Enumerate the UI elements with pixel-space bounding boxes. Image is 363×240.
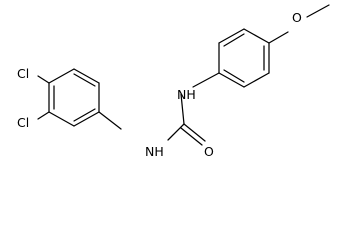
methoxy-oxygen-label: O — [292, 10, 302, 25]
bond-ring-to-methoxy-o — [268, 31, 289, 44]
dichlorophenyl-ring — [48, 68, 100, 127]
ring-a-bond-6 — [73, 68, 100, 84]
bond-to-cl-bottom — [37, 111, 50, 120]
bond-methoxy-o-to-methyl — [306, 4, 330, 18]
ring-b-bond-5 — [243, 72, 270, 88]
ring-a-double-bond-3 — [73, 108, 96, 122]
urea-linker — [167, 93, 206, 146]
ring-a-bond-4 — [73, 111, 100, 127]
atom-labels: Cl Cl NH NH O O — [17, 10, 302, 159]
methoxyphenyl-ring — [192, 28, 270, 88]
ring-a-double-bond-1 — [73, 73, 96, 87]
structure-canvas: Cl Cl NH NH O O — [17, 4, 330, 159]
ring-a-bond-1 — [48, 68, 75, 84]
bond-right-nh-to-ring — [192, 72, 220, 88]
chlorine-label-bottom: Cl — [17, 115, 29, 130]
nh-label-right: NH — [177, 87, 196, 102]
carbonyl-double-bond-1 — [183, 123, 206, 142]
bond-to-cl-top — [37, 75, 50, 84]
ring-b-bond-6 — [218, 72, 245, 88]
ring-b-double-bond-3 — [223, 69, 245, 83]
dichlorophenyl-substituents — [37, 75, 122, 130]
carbonyl-oxygen-label: O — [204, 144, 214, 159]
carbonyl-double-bond-2 — [180, 127, 203, 146]
chlorine-label-top: Cl — [17, 66, 29, 81]
bond-ring-to-left-nh — [98, 111, 122, 130]
nh-label-left: NH — [145, 144, 164, 159]
methoxy-group — [268, 4, 330, 44]
ring-a-bond-3 — [48, 111, 75, 127]
molecule-diagram: Cl Cl NH NH O O — [17, 4, 330, 159]
ring-b-bond-3 — [243, 28, 270, 44]
ring-b-double-bond-1 — [223, 33, 245, 47]
bond-carbonyl-carbon-to-right-nh — [180, 93, 185, 125]
ring-b-bond-2 — [218, 28, 245, 44]
bond-left-nh-to-carbonyl-carbon — [167, 123, 185, 141]
